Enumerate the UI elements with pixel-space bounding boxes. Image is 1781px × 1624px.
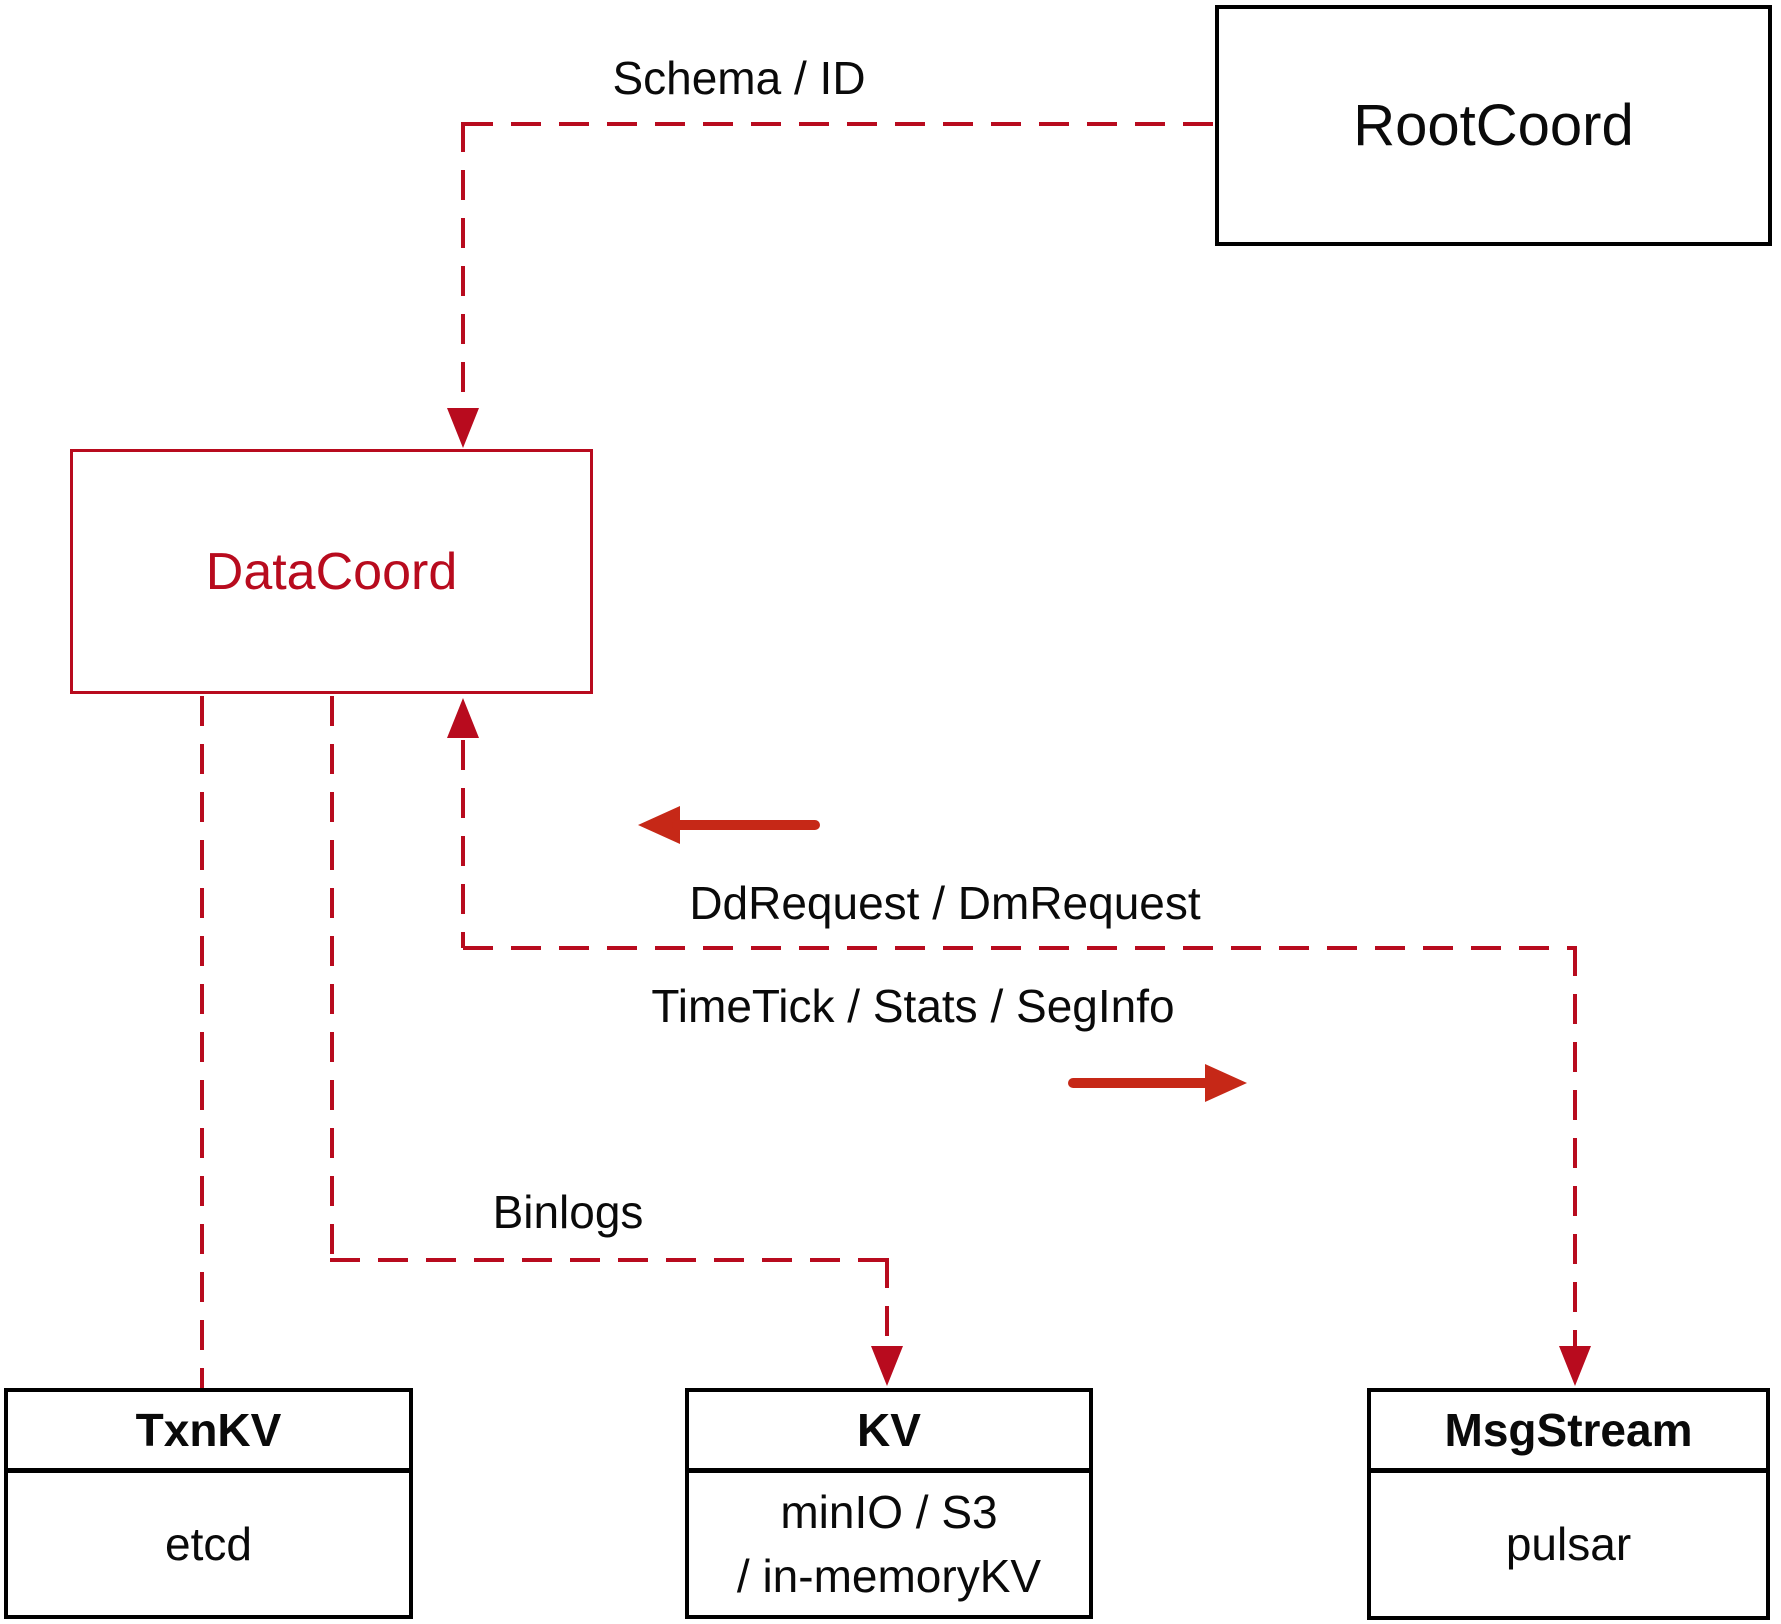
rootcoord-label: RootCoord <box>1353 93 1634 158</box>
dd-request-arrowhead-up-icon <box>447 698 479 738</box>
schema-id-arrowhead-down-icon <box>447 408 479 448</box>
datacoord-label: DataCoord <box>205 542 458 601</box>
direction-arrow-left-shaft <box>672 820 820 830</box>
binlogs-connector-horizontal-segment <box>330 1258 889 1262</box>
txnkv-connector-vertical-segment <box>200 696 204 1388</box>
dd-request-connector-vertical-left-segment <box>461 740 465 948</box>
dd-request-connector-vertical-right-segment <box>1573 946 1577 1348</box>
msgstream-title: MsgStream <box>1371 1392 1766 1473</box>
txnkv-title: TxnKV <box>8 1392 409 1473</box>
kv-title: KV <box>689 1392 1089 1473</box>
msgstream-body: pulsar <box>1505 1518 1632 1571</box>
direction-arrow-right-shaft <box>1068 1078 1216 1088</box>
binlogs-edge-label: Binlogs <box>492 1186 644 1238</box>
kv-body-line1: minIO / S3 <box>780 1485 998 1538</box>
dd-request-edge-label: DdRequest / DmRequest <box>689 877 1201 929</box>
msgstream-node: MsgStream pulsar <box>1367 1388 1770 1620</box>
time-tick-edge-label: TimeTick / Stats / SegInfo <box>651 980 1175 1032</box>
kv-node: KV minIO / S3 / in-memoryKV <box>685 1388 1093 1619</box>
txnkv-node: TxnKV etcd <box>4 1388 413 1619</box>
binlogs-connector-vertical-segment <box>330 696 334 1262</box>
schema-id-connector-vertical-segment <box>461 122 465 410</box>
schema-id-connector-horizontal-segment <box>463 122 1215 126</box>
binlogs-connector-drop-segment <box>885 1258 889 1348</box>
txnkv-body: etcd <box>165 1517 252 1570</box>
kv-arrowhead-down-icon <box>871 1346 903 1386</box>
datacoord-node: DataCoord <box>70 449 593 694</box>
kv-body-line2: / in-memoryKV <box>736 1550 1042 1602</box>
schema-id-edge-label: Schema / ID <box>612 52 866 104</box>
direction-arrow-right-icon <box>1205 1064 1247 1102</box>
rootcoord-node: RootCoord <box>1215 5 1772 246</box>
msgstream-arrowhead-down-icon <box>1559 1346 1591 1386</box>
dd-request-connector-horizontal-segment <box>463 946 1575 950</box>
